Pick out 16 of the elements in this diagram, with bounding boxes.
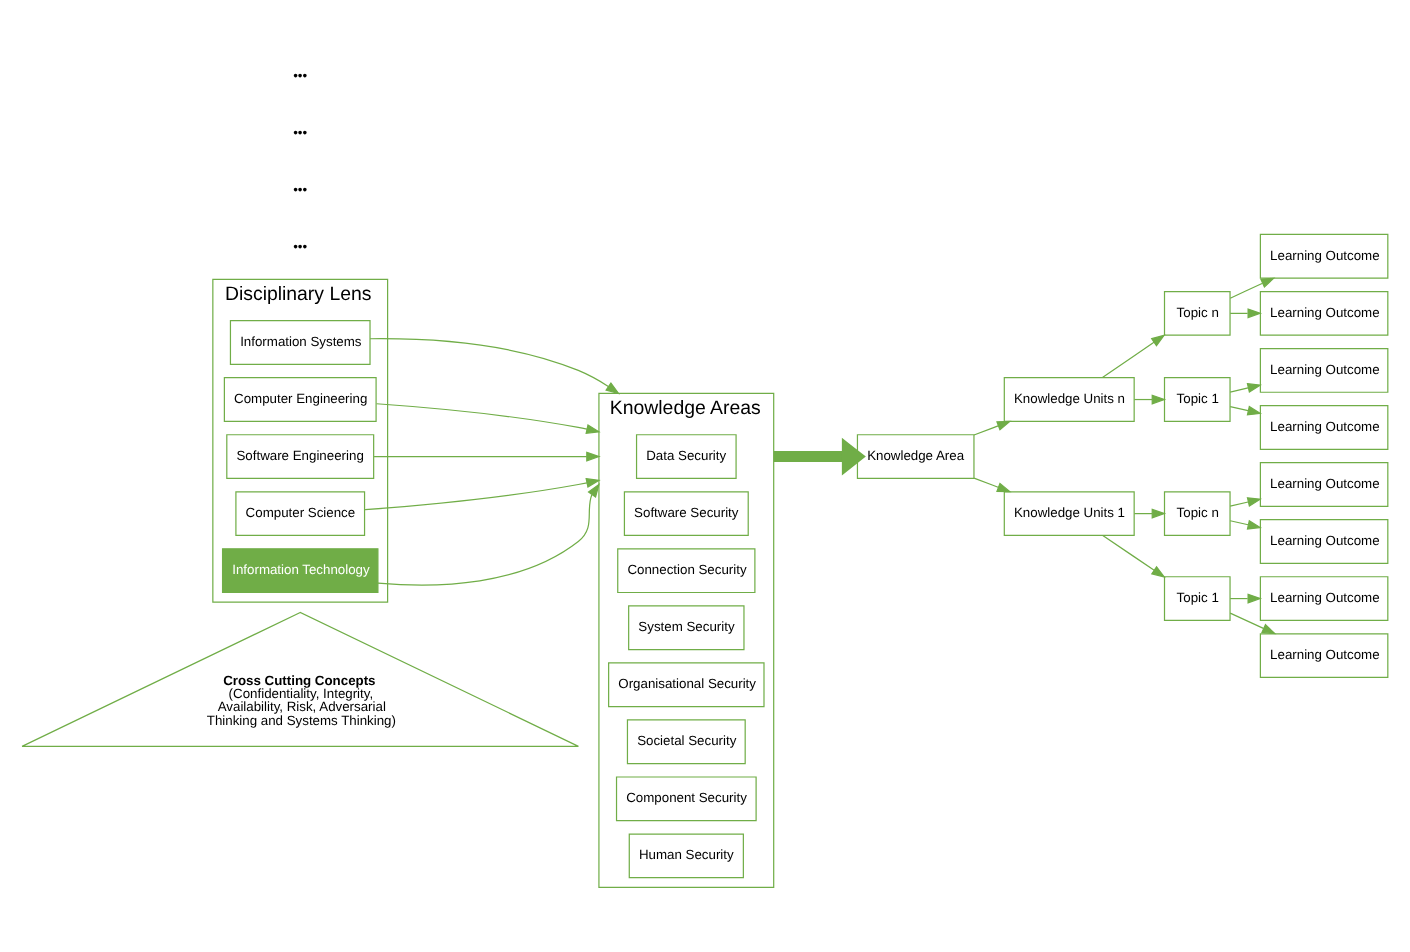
arrow xyxy=(1229,519,1262,530)
arrow xyxy=(973,477,1012,493)
arrow xyxy=(1101,334,1166,379)
arrow xyxy=(1229,612,1277,635)
arrow xyxy=(973,420,1012,436)
arrow xyxy=(773,437,866,476)
arrow xyxy=(1229,277,1276,299)
arrow xyxy=(1229,497,1262,508)
arrow xyxy=(377,483,600,586)
arrow xyxy=(1229,383,1262,393)
arrow xyxy=(369,338,621,395)
arrow xyxy=(1229,405,1262,416)
arrow xyxy=(375,403,601,435)
arrow xyxy=(1102,534,1166,579)
arrow xyxy=(364,477,601,511)
arrow xyxy=(373,451,601,462)
